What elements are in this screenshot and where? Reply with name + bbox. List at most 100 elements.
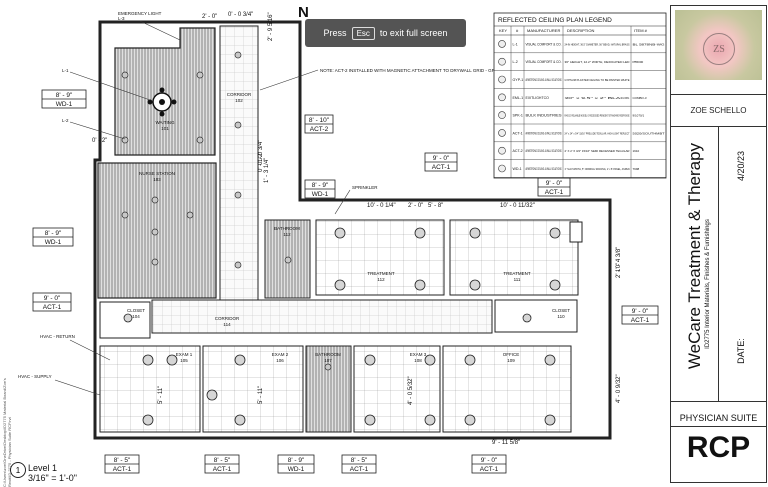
note-l2: L-2	[62, 118, 69, 123]
fullscreen-toast: Press Esc to exit full screen	[305, 19, 466, 47]
dim: 0' - 1/2"	[258, 152, 264, 172]
legend-item: 9/1070/1	[633, 114, 645, 118]
svg-text:8' - 5": 8' - 5"	[114, 457, 131, 464]
legend-code: WD-1	[513, 167, 522, 171]
legend-manufacturer: ARMSTRONG CEILING & WALL SOLUTIONS	[526, 78, 562, 82]
room-label-treatment-112: TREATMENT	[367, 271, 394, 276]
date-label: DATE:	[736, 338, 746, 364]
legend-code: EML-1	[513, 96, 524, 100]
legend-manufacturer: VISUAL COMFORT & CO.	[526, 42, 562, 46]
dim: 2' - 0"	[408, 203, 423, 209]
dim: 0' - 0 3/4"	[228, 12, 253, 18]
esc-key[interactable]: Esc	[351, 26, 375, 40]
treatment-window	[569, 221, 583, 243]
project-subtitle: ID2775 Interior Materials, Finishes & Fu…	[705, 219, 711, 349]
closet-110-ceiling	[494, 299, 578, 333]
ceiling-tag: 9' - 0"ACT-1	[537, 177, 571, 197]
legend-code: L-2	[513, 60, 518, 64]
date-block: 4/20/23 DATE:	[719, 131, 764, 396]
title-block: ZS ZOE SCHELLO WeCare Treatment & Therap…	[670, 5, 767, 483]
ceiling-tag: 8' - 5"ACT-1	[204, 454, 240, 474]
svg-text:ACT-1: ACT-1	[213, 466, 232, 473]
room-label-bathroom-112: BATHROOM	[274, 226, 300, 231]
legend-symbol-icon	[498, 111, 506, 119]
reflected-ceiling-plan: WAITING 101 CORRIDOR 102 NURSE STATION 1…	[18, 11, 667, 474]
svg-text:ACT-1: ACT-1	[480, 466, 499, 473]
logo-badge: ZS	[703, 33, 735, 65]
svg-text:9' - 0": 9' - 0"	[481, 457, 498, 464]
room-number-closet-104: 104	[132, 314, 140, 319]
dim: 4' - 0 9/32"	[616, 374, 622, 403]
toast-message: to exit full screen	[379, 28, 448, 38]
dim: 0' - 2"	[92, 138, 107, 144]
room-label-exam-3: EXAM 3	[410, 352, 427, 357]
legend-header: MANUFACTURER	[527, 28, 560, 33]
date-value: 4/20/23	[736, 150, 746, 182]
legend-description: 24-IN HEIGHT, 36.5" DIAMETER, 56" BEAD, …	[565, 42, 630, 46]
level-caption: Level 1 3/16" = 1'-0"	[28, 463, 77, 483]
project-block: WeCare Treatment & Therapy ID2775 Interi…	[675, 143, 715, 391]
room-number-waiting: 101	[161, 126, 169, 131]
north-arrow: N	[298, 4, 309, 21]
dim: 1' - 4 3/8"	[616, 247, 622, 272]
logo-image: ZS	[675, 10, 762, 80]
ceiling-tag: 8' - 5"ACT-1	[341, 454, 377, 474]
bathroom-107-ceiling	[305, 345, 352, 433]
room-number-treatment-111: 111	[514, 277, 521, 282]
svg-text:ACT-1: ACT-1	[43, 304, 62, 311]
room-number-nurse: 103	[153, 177, 161, 182]
legend-item: 5020/SOUTHMBT	[633, 131, 665, 135]
legend-code: GYP-1	[513, 78, 524, 82]
legend-item: COMBO-3	[633, 96, 647, 100]
svg-text:WD-1: WD-1	[288, 466, 305, 473]
phase-label: PHYSICIAN SUITE	[679, 413, 758, 423]
legend-symbol-icon	[498, 93, 506, 102]
legend-description: 1" SLAT WIDTH, 5" NOMINAL SPACING, 2' x …	[565, 167, 630, 171]
svg-text:ACT-1: ACT-1	[113, 466, 132, 473]
note-act2: NOTE: ACT-2 INSTALLED WITH MAGNETIC ATTA…	[320, 68, 537, 73]
legend-description: 36" HEIGHT, 12.2" WIDTH, DEDICATED LED	[565, 60, 630, 64]
room-number-corridor-114: 114	[223, 322, 231, 327]
room-label-closet-104: CLOSET	[127, 308, 145, 313]
room-label-corridor-102: CORRIDOR	[227, 92, 252, 97]
legend-description: 24" x 24" x 3/4" 15/16" PRELUDE TEGULAR,…	[565, 131, 630, 135]
legend-code: ACT-2	[513, 149, 523, 153]
recessed-lights	[123, 227, 561, 426]
dim: 5' - 11"	[258, 386, 264, 404]
chandelier-fixture	[147, 87, 177, 117]
room-number-bathroom-112: 112	[283, 232, 291, 237]
level-marker-icon: 1	[10, 462, 26, 478]
svg-text:9' - 0": 9' - 0"	[433, 155, 450, 162]
legend-description: 2' X 2' X 3/4" 15/16" SEMI RECESSED TEGU…	[565, 149, 630, 153]
downlight-fixtures	[121, 51, 332, 371]
ceiling-tag: 9' - 0"ACT-1	[621, 305, 659, 325]
svg-text:8' - 9": 8' - 9"	[312, 182, 329, 189]
note-l1: L-1	[62, 68, 69, 73]
legend-description: RASCO RELIABLE MODEL G RECESSED PENDENT …	[565, 114, 630, 118]
note-hvac-return: HVAC - RETURN	[40, 334, 75, 339]
legend-symbol-icon	[498, 57, 506, 66]
svg-text:9' - 0": 9' - 0"	[44, 295, 61, 302]
room-number-corridor-102: 102	[235, 98, 243, 103]
room-number-bathroom-107: 107	[324, 358, 332, 363]
svg-text:9' - 0": 9' - 0"	[546, 180, 563, 187]
legend-header: KEY	[499, 28, 507, 33]
dim: 4' - 0 5/32"	[408, 376, 414, 405]
waiting-ceiling	[114, 27, 216, 156]
dim: 5' - 11"	[158, 386, 164, 404]
legend-symbol-icon	[498, 146, 506, 155]
legend-code: ACT-1	[513, 131, 523, 135]
legend-manufacturer: ARMSTRONG CEILING & WALL SOLUTIONS	[526, 167, 562, 171]
room-label-treatment-111: TREATMENT	[503, 271, 530, 276]
room-number-exam-1: 105	[180, 358, 188, 363]
legend-item: BL 5878NB-WG	[633, 42, 666, 46]
note-emergency-code: L-3	[118, 16, 125, 21]
ceiling-tag: 8' - 9"WD-1	[277, 454, 315, 474]
svg-text:ACT-2: ACT-2	[310, 126, 329, 133]
legend-header: DESCRIPTION	[567, 28, 594, 33]
